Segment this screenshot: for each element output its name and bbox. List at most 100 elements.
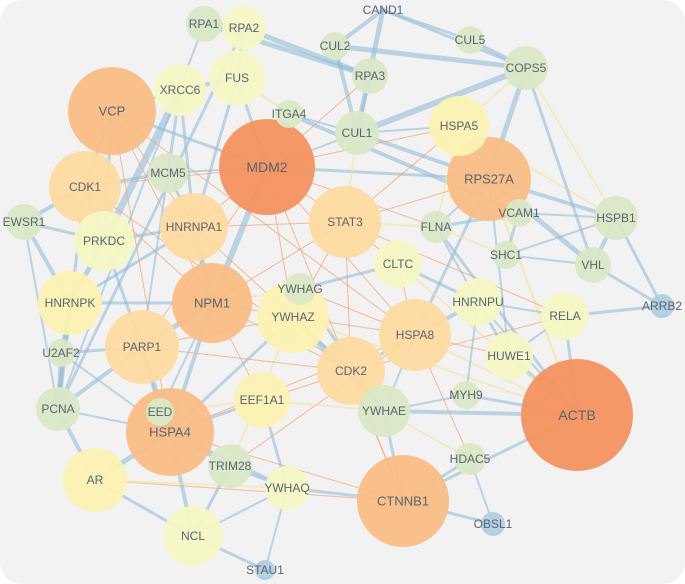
node-ywhae[interactable]: YWHAE — [358, 385, 410, 437]
node-rela[interactable]: RELA — [541, 292, 589, 340]
node-circle-stat3 — [309, 186, 381, 258]
node-label-rps27a: RPS27A — [464, 172, 514, 187]
node-ar[interactable]: AR — [63, 448, 127, 512]
node-circle-rps27a — [447, 137, 531, 221]
node-cops5[interactable]: COPS5 — [504, 46, 548, 90]
node-fus[interactable]: FUS — [209, 50, 265, 106]
node-stau1[interactable]: STAU1 — [246, 560, 284, 580]
node-cul5[interactable]: CUL5 — [455, 26, 486, 54]
node-ncl[interactable]: NCL — [163, 506, 223, 566]
node-circle-vcam1 — [505, 199, 533, 227]
node-circle-flna — [420, 211, 452, 243]
node-label-ewsr1: EWSR1 — [3, 215, 46, 229]
node-label-mdm2: MDM2 — [246, 159, 287, 175]
node-rps27a[interactable]: RPS27A — [447, 137, 531, 221]
node-flna[interactable]: FLNA — [420, 211, 452, 243]
node-label-cul2: CUL2 — [320, 39, 351, 53]
node-huwe1[interactable]: HUWE1 — [485, 332, 533, 380]
node-eef1a1[interactable]: EEF1A1 — [234, 372, 290, 428]
node-cul1[interactable]: CUL1 — [335, 111, 379, 155]
node-label-cdk1: CDK1 — [69, 180, 101, 194]
node-u2af2[interactable]: U2AF2 — [42, 339, 80, 367]
node-arrb2[interactable]: ARRB2 — [642, 294, 682, 318]
node-mdm2[interactable]: MDM2 — [219, 119, 315, 215]
node-ywhaq[interactable]: YWHAQ — [264, 466, 310, 510]
node-hdac5[interactable]: HDAC5 — [450, 443, 491, 475]
node-hspa5[interactable]: HSPA5 — [429, 96, 489, 156]
edge-cul2-cops5 — [332, 43, 529, 71]
node-label-flna: FLNA — [421, 220, 452, 234]
edge-ctnnb1-ar — [94, 479, 404, 502]
node-vcam1[interactable]: VCAM1 — [498, 199, 540, 227]
node-shc1[interactable]: SHC1 — [490, 241, 522, 269]
node-label-itga4: ITGA4 — [272, 107, 307, 121]
node-label-obsl1: OBSL1 — [474, 517, 513, 531]
node-hspa8[interactable]: HSPA8 — [379, 299, 451, 371]
node-circle-itga4 — [275, 100, 303, 128]
node-label-ctnnb1: CTNNB1 — [377, 494, 429, 509]
node-label-hspa4: HSPA4 — [149, 425, 191, 440]
node-circle-rela — [541, 292, 589, 340]
node-cand1[interactable]: CAND1 — [363, 3, 404, 17]
node-circle-arrb2 — [650, 294, 674, 318]
node-prkdc[interactable]: PRKDC — [74, 211, 134, 271]
node-vhl[interactable]: VHL — [575, 247, 611, 283]
node-label-cul5: CUL5 — [455, 33, 486, 47]
node-circle-ar — [63, 448, 127, 512]
node-circle-xrcc6 — [154, 64, 206, 116]
node-label-stau1: STAU1 — [246, 563, 284, 577]
node-circle-ywhag — [284, 273, 316, 305]
node-hspa4[interactable]: HSPA4 — [126, 388, 214, 476]
node-circle-hspa8 — [379, 299, 451, 371]
node-label-stat3: STAT3 — [327, 215, 363, 229]
edge-vcp-hspa8 — [111, 110, 416, 336]
node-ctnnb1[interactable]: CTNNB1 — [357, 455, 449, 547]
node-label-eed: EED — [148, 405, 173, 419]
node-cdk2[interactable]: CDK2 — [317, 337, 385, 405]
node-mcm5[interactable]: MCM5 — [148, 153, 188, 193]
node-stat3[interactable]: STAT3 — [309, 186, 381, 258]
node-label-u2af2: U2AF2 — [42, 346, 80, 360]
node-rpa2[interactable]: RPA2 — [222, 6, 266, 50]
node-itga4[interactable]: ITGA4 — [272, 100, 307, 128]
node-label-hnrnpa1: HNRNPA1 — [166, 220, 223, 234]
node-cltc[interactable]: CLTC — [374, 240, 422, 288]
node-circle-vhl — [575, 247, 611, 283]
node-hnrnpk[interactable]: HNRNPK — [38, 271, 102, 335]
node-label-huwe1: HUWE1 — [487, 349, 531, 363]
node-circle-pcna — [36, 387, 80, 431]
node-cdk1[interactable]: CDK1 — [49, 151, 121, 223]
node-circle-myh9 — [452, 381, 480, 409]
node-rpa1[interactable]: RPA1 — [186, 6, 222, 42]
node-xrcc6[interactable]: XRCC6 — [154, 64, 206, 116]
node-actb[interactable]: ACTB — [521, 359, 633, 471]
node-npm1[interactable]: NPM1 — [172, 263, 252, 343]
node-hnrnpa1[interactable]: HNRNPA1 — [160, 193, 228, 261]
node-circle-eed — [146, 398, 174, 426]
node-vcp[interactable]: VCP — [68, 67, 156, 155]
node-obsl1[interactable]: OBSL1 — [474, 512, 513, 536]
node-trim28[interactable]: TRIM28 — [208, 444, 252, 488]
node-cul2[interactable]: CUL2 — [320, 32, 351, 60]
node-label-trim28: TRIM28 — [209, 459, 252, 473]
node-label-shc1: SHC1 — [490, 248, 522, 262]
node-ewsr1[interactable]: EWSR1 — [3, 204, 46, 240]
node-circle-ewsr1 — [6, 204, 42, 240]
node-rpa3[interactable]: RPA3 — [352, 58, 388, 94]
node-parp1[interactable]: PARP1 — [105, 310, 179, 384]
node-label-mcm5: MCM5 — [150, 166, 186, 180]
node-circle-huwe1 — [485, 332, 533, 380]
node-circle-actb — [521, 359, 633, 471]
node-ywhag[interactable]: YWHAG — [277, 273, 323, 305]
node-myh9[interactable]: MYH9 — [449, 381, 483, 409]
node-hspb1[interactable]: HSPB1 — [594, 196, 638, 240]
edge-cul1-cops5 — [354, 65, 529, 136]
node-circle-ncl — [163, 506, 223, 566]
edge-cdk2-rela — [350, 315, 566, 372]
node-hnrnpu[interactable]: HNRNPU — [452, 278, 504, 326]
node-label-cdk2: CDK2 — [335, 364, 367, 378]
node-circle-rpa3 — [352, 58, 388, 94]
node-eed[interactable]: EED — [146, 398, 174, 426]
node-pcna[interactable]: PCNA — [36, 387, 80, 431]
node-circle-stau1 — [255, 560, 275, 580]
